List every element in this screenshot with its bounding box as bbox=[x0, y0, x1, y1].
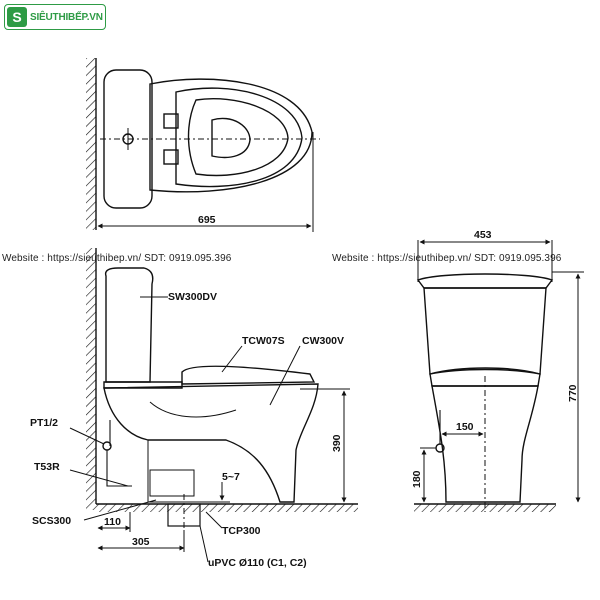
top-wall-hatch bbox=[86, 58, 96, 230]
brand-logo-text: SIÊUTHIBẾP.VN bbox=[30, 11, 103, 23]
side-trapway bbox=[149, 401, 237, 418]
watermark-right: Website : https://sieuthibep.vn/ SDT: 09… bbox=[332, 253, 562, 264]
top-seat-outline bbox=[175, 87, 303, 188]
front-seat bbox=[429, 367, 541, 387]
side-supply-hose bbox=[106, 450, 132, 487]
dim-305: 305 bbox=[132, 536, 150, 548]
side-bowl-body bbox=[103, 383, 319, 503]
brand-logo[interactable]: S SIÊUTHIBẾP.VN bbox=[4, 4, 106, 30]
top-bowl-rim bbox=[187, 98, 289, 177]
top-hinge-upper bbox=[163, 113, 179, 129]
side-seat bbox=[181, 365, 316, 385]
front-bowl bbox=[431, 385, 539, 503]
dim-width-453: 453 bbox=[474, 229, 492, 241]
top-hinge-lower bbox=[163, 149, 179, 165]
side-floor-hatch bbox=[96, 504, 358, 512]
label-tank: SW300DV bbox=[168, 291, 217, 303]
side-flange-fitting bbox=[149, 469, 195, 497]
watermark-left: Website : https://sieuthibep.vn/ SDT: 09… bbox=[2, 253, 232, 264]
front-view bbox=[414, 239, 584, 512]
side-tank-base bbox=[103, 381, 183, 389]
leader-seat bbox=[221, 345, 243, 373]
label-seat: TCW07S bbox=[242, 335, 285, 347]
brand-logo-icon: S bbox=[7, 7, 27, 27]
leader-flange bbox=[205, 511, 223, 529]
leader-bowl bbox=[269, 345, 301, 406]
side-tank bbox=[104, 267, 154, 383]
side-pedestal bbox=[147, 440, 230, 503]
label-hose: T53R bbox=[34, 461, 60, 473]
side-view bbox=[69, 248, 358, 563]
leader-pipe bbox=[199, 525, 209, 563]
label-valve: PT1/2 bbox=[30, 417, 58, 429]
dim-length-695: 695 bbox=[198, 214, 216, 226]
dim-5-7: 5~7 bbox=[222, 471, 240, 483]
leader-valve bbox=[69, 427, 105, 445]
label-sealant: SCS300 bbox=[32, 515, 71, 527]
dim-390: 390 bbox=[331, 434, 343, 452]
top-bowl-well bbox=[211, 117, 251, 159]
label-pipe: uPVC Ø110 (C1, C2) bbox=[208, 557, 307, 569]
top-view bbox=[86, 58, 320, 232]
label-bowl: CW300V bbox=[302, 335, 344, 347]
dim-height-770: 770 bbox=[567, 384, 579, 402]
side-wall-hatch bbox=[86, 248, 96, 510]
top-bowl-outline bbox=[149, 78, 313, 193]
leader-hose bbox=[69, 469, 129, 487]
front-tank-lid bbox=[416, 273, 554, 289]
leader-sealant bbox=[83, 499, 157, 521]
dim-inlet-height-180: 180 bbox=[411, 470, 423, 488]
dim-inlet-offset-150: 150 bbox=[456, 421, 474, 433]
front-tank bbox=[423, 287, 547, 375]
dim-110: 110 bbox=[104, 516, 121, 528]
label-flange: TCP300 bbox=[222, 525, 261, 537]
